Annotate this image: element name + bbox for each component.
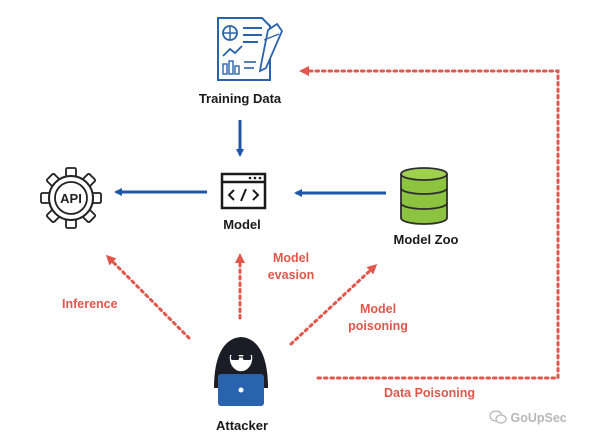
watermark: GoUpSec bbox=[489, 410, 567, 425]
model-label: Model bbox=[223, 217, 261, 232]
attack-arrows bbox=[105, 66, 560, 380]
model-poisoning-label: Model poisoning bbox=[332, 301, 424, 335]
inference-label: Inference bbox=[62, 297, 118, 311]
model-evasion-line1: Model bbox=[272, 251, 310, 265]
data-poisoning-label: Data Poisoning bbox=[384, 386, 475, 400]
pencil-icon bbox=[258, 22, 284, 73]
document-icon bbox=[217, 17, 284, 81]
model-evasion-label: Model evasion bbox=[254, 250, 328, 284]
arrow-data-poisoning bbox=[299, 66, 560, 380]
code-window-icon bbox=[220, 172, 267, 210]
model-evasion-line2: evasion bbox=[267, 268, 315, 282]
attacker-icon bbox=[214, 337, 268, 406]
database-icon bbox=[400, 167, 448, 225]
flow-arrows bbox=[114, 120, 386, 197]
arrow-model-poisoning bbox=[289, 263, 378, 346]
arrow-inference bbox=[105, 254, 191, 340]
api-label: API bbox=[60, 191, 82, 206]
training-data-label: Training Data bbox=[198, 91, 282, 106]
api-gear-icon: API bbox=[40, 167, 102, 229]
watermark-text: GoUpSec bbox=[510, 411, 567, 425]
model-zoo-label: Model Zoo bbox=[393, 232, 459, 247]
model-poisoning-line2: poisoning bbox=[348, 319, 408, 333]
attacker-label: Attacker bbox=[215, 418, 269, 433]
model-poisoning-line1: Model bbox=[359, 302, 397, 316]
wechat-icon bbox=[489, 410, 507, 424]
